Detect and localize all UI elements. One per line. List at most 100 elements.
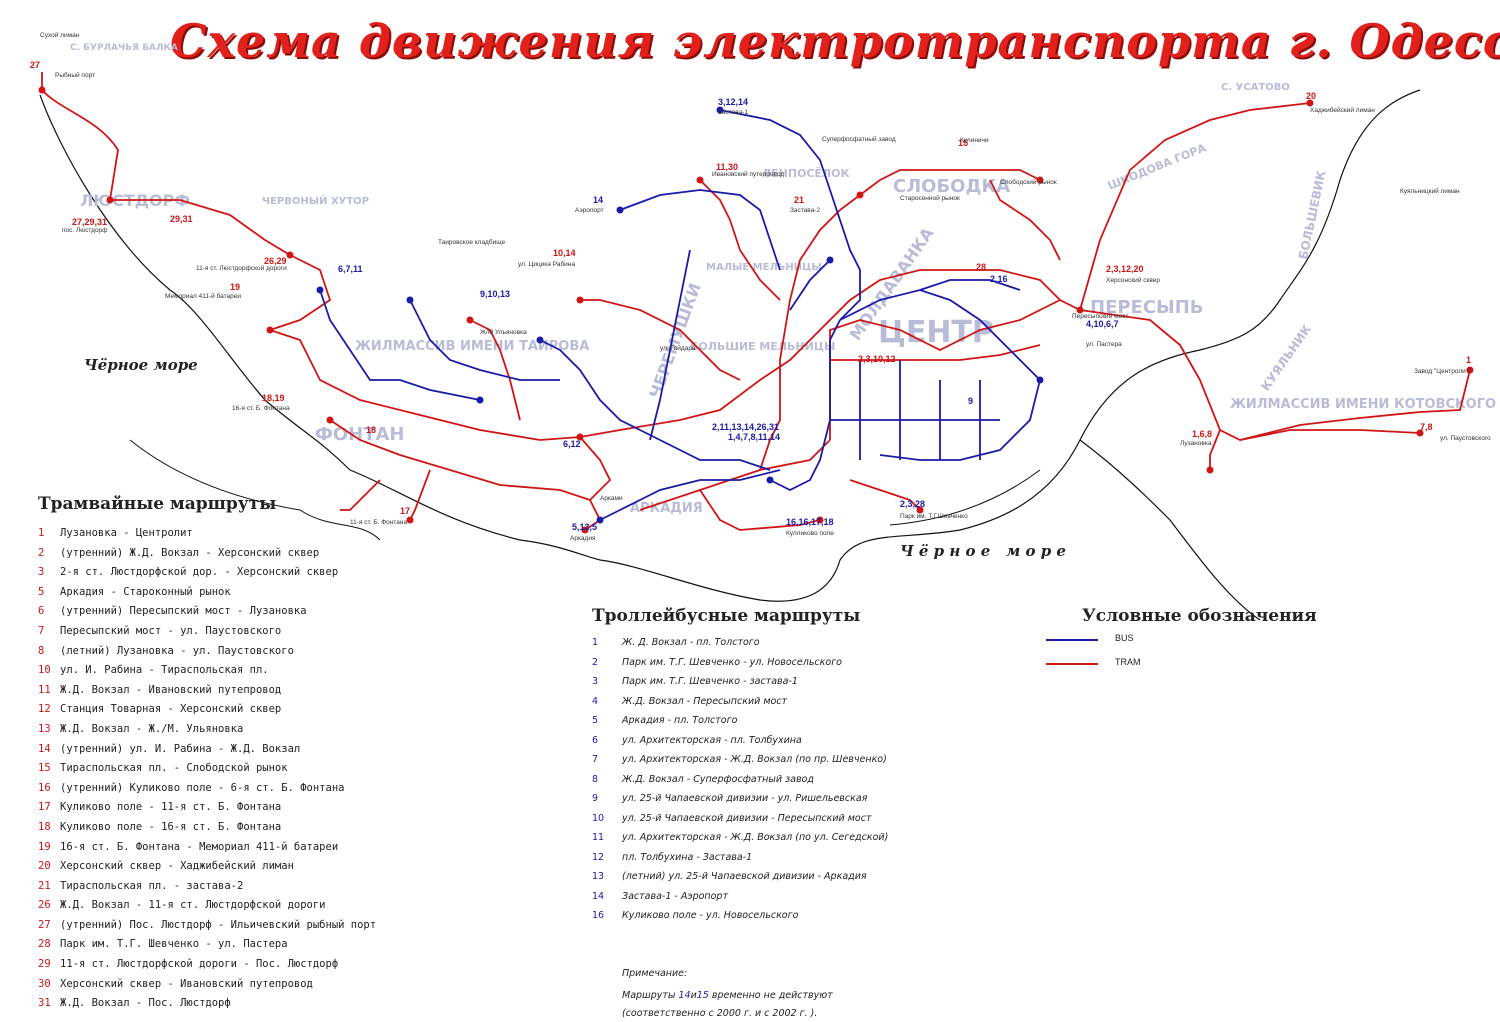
trolleybus-route-row: 3 Парк им. Т.Г. Шевченко - застава-1 — [592, 672, 1032, 692]
route-label: 7,8 — [1420, 422, 1433, 432]
stop-label: Застава-2 — [790, 207, 820, 214]
trolleybus-route-description: Парк им. Т.Г. Шевченко - ул. Новосельско… — [622, 656, 842, 668]
tram-route-number: 11 — [38, 683, 51, 696]
route-label: 21 — [794, 195, 804, 205]
trolleybus-route-number: 16 — [592, 910, 605, 921]
tram-route-description: Пересыпский мост - ул. Паустовского — [60, 624, 282, 637]
tram-route-number: 20 — [38, 860, 51, 873]
trolleybus-route-number: 13 — [592, 871, 605, 882]
tram-route-description: Ж.Д. Вокзал - Пос. Люстдорф — [60, 997, 231, 1010]
trolleybus-route-number: 3 — [592, 676, 599, 687]
tram-route-number: 21 — [38, 879, 51, 892]
district-label: КУЯЛЬНИК — [1258, 322, 1314, 394]
route-label: 17 — [400, 506, 410, 516]
note-label: Примечание: — [622, 968, 688, 979]
stop-label: Пересыпский мост — [1072, 312, 1128, 320]
tram-route-number: 30 — [38, 977, 51, 990]
tram-route-row: 13 Ж.Д. Вокзал - Ж./М. Ульяновка — [38, 720, 558, 740]
tram-route-description: Куликово поле - 16-я ст. Б. Фонтана — [60, 820, 282, 833]
route-label: 6,7,11 — [338, 264, 363, 274]
tram-route-description: Аркадия - Староконный рынок — [60, 585, 231, 598]
tram-route-description: (утренний) ул. И. Рабина - Ж.Д. Вокзал — [60, 742, 301, 755]
stop-label: Завод "Центролит" — [1414, 368, 1472, 375]
stop-markers — [38, 86, 1474, 534]
stop-label: ул. Гайдара — [660, 344, 696, 352]
sea-label-west: Чёрное море — [84, 356, 198, 374]
stop-label: 11-я ст. Люстдорфской дороги — [196, 264, 287, 272]
stop-label: Парк им. Т.Г.Шевченко — [900, 513, 968, 520]
trolleybus-route-number: 2 — [592, 656, 599, 668]
trolleybus-route-number: 6 — [592, 734, 599, 746]
route-label: 11,30 — [716, 162, 738, 172]
stop-label: Арками — [600, 495, 623, 502]
route-label: 9 — [968, 396, 973, 406]
trolleybus-route-number: 11 — [592, 832, 605, 843]
route-label: 29,31 — [170, 214, 193, 224]
tram-route-number: 17 — [38, 801, 51, 814]
trolleybus-route-description: Ж.Д. Вокзал - Суперфосфатный завод — [622, 773, 814, 785]
legend-key: BUS TRAM — [1046, 630, 1246, 674]
route-label: 6,12 — [563, 439, 581, 449]
note-route-b: 15 — [696, 990, 709, 1001]
trolleybus-lines — [319, 109, 1041, 521]
stop-label: Лузановка — [1180, 440, 1212, 447]
tram-route-row: 2(утренний) Ж.Д. Вокзал - Херсонский скв… — [38, 544, 558, 564]
tram-route-number: 31 — [38, 997, 51, 1010]
district-label: ЛЕНПОСЁЛОК — [762, 166, 849, 180]
district-label: БОЛЬШИЕ МЕЛЬНИЦЫ — [690, 340, 835, 353]
stop-label: Ивановский путепровод — [712, 170, 784, 178]
route-label: 9,10,13 — [480, 289, 510, 299]
route-label: 10,14 — [553, 248, 576, 258]
tram-route-number: 16 — [38, 781, 51, 794]
tram-route-number: 10 — [38, 664, 51, 677]
coastline — [39, 89, 1421, 621]
water-label: Сухой лиман — [40, 31, 80, 39]
tram-route-description: Ж.Д. Вокзал - Ж./М. Ульяновка — [60, 722, 244, 735]
district-label: СЛОБОДКА — [893, 176, 1010, 197]
stop-label: Аэропорт — [575, 207, 604, 214]
tram-route-number: 1 — [38, 527, 45, 539]
tram-route-number: 13 — [38, 722, 51, 735]
tram-route-description: Куликово поле - 11-я ст. Б. Фонтана — [60, 801, 282, 814]
tram-route-description: (утренний) Куликово поле - 6-я ст. Б. Фо… — [60, 781, 345, 794]
tram-route-row: 16 (утренний) Куликово поле - 6-я ст. Б. … — [38, 779, 558, 799]
trolleybus-route-number: 14 — [592, 890, 605, 902]
tram-lines — [41, 72, 1471, 531]
bus-line-swatch — [1046, 639, 1098, 641]
tram-route-number: 5 — [38, 585, 45, 598]
stop-label: Слободский рынок — [1000, 178, 1057, 186]
tram-route-description: (утренний) Ж.Д. Вокзал - Херсонский скве… — [60, 546, 320, 559]
trolleybus-route-number: 4 — [592, 695, 599, 707]
note-line-2: (соответственно с 2000 г. и с 2002 г. ). — [622, 1008, 818, 1019]
route-label: 2,16 — [990, 274, 1008, 284]
sea-label-south: Ч ё р н о е м о р е — [900, 542, 1066, 560]
route-label: 16,16,17,18 — [786, 517, 834, 527]
tram-route-description: 16-я ст. Б. Фонтана - Мемориал 411-й бат… — [60, 840, 339, 853]
tram-route-row: 10 ул. И. Рабина - Тираспольская пл. — [38, 661, 558, 681]
trolleybus-route-description: Ж. Д. Вокзал - пл. Толстого — [622, 637, 760, 648]
tram-route-description: ул. И. Рабина - Тираспольская пл. — [60, 664, 269, 677]
bus-key-label: BUS — [1115, 633, 1134, 643]
trolleybus-route-description: ул. Архитекторская - Ж.Д. Вокзал (по ул.… — [622, 832, 889, 843]
tram-route-row: 21 Тираспольская пл. - застава-2 — [38, 877, 558, 897]
water-label: Хаджибейский лиман — [1310, 106, 1375, 114]
stop-label: ул. Пастера — [1086, 341, 1122, 348]
note-line: Маршруты 14и15 временно не действуют — [622, 990, 833, 1001]
district-label: БОЛЬШЕВИК — [1296, 169, 1329, 261]
tram-route-description: Херсонский сквер - Хаджибейский лиман — [60, 860, 294, 873]
trolleybus-route-description: ул. Архитекторская - пл. Толбухина — [622, 734, 802, 746]
stop-label: ул. Цицика Рабина — [518, 260, 575, 268]
trolleybus-route-description: ул. 25-й Чапаевской дивизии - Пересыпски… — [622, 812, 872, 824]
tram-route-description: Тираспольская пл. - застава-2 — [60, 879, 244, 892]
trolleybus-route-description: Парк им. Т.Г. Шевченко - застава-1 — [622, 676, 798, 687]
tram-route-number: 3 — [38, 566, 45, 579]
